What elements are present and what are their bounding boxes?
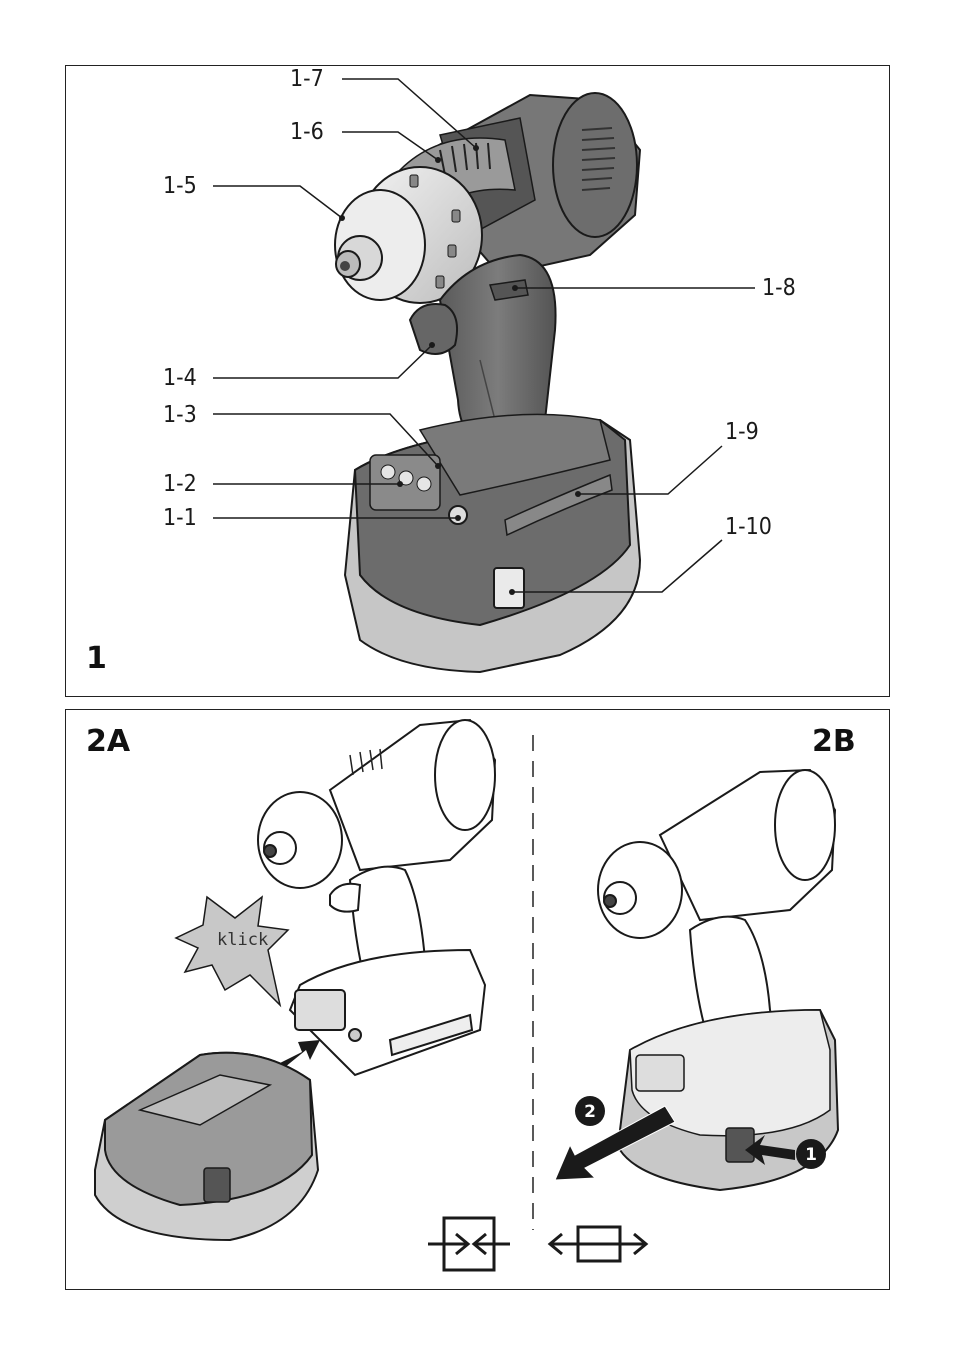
drill-2a-body xyxy=(258,720,495,1075)
drill-2b-body xyxy=(598,770,835,1045)
figure-2a-label: 2A xyxy=(86,727,130,757)
battery-remove-icon xyxy=(550,1227,646,1261)
klick-text: klick xyxy=(217,930,268,950)
step-badge-2-label: 2 xyxy=(584,1102,596,1122)
battery-insert-icon xyxy=(428,1218,510,1270)
figure-2b-label: 2B xyxy=(812,727,856,757)
battery-2a-detached xyxy=(95,1053,318,1240)
step-badge-1-label: 1 xyxy=(805,1145,817,1165)
klick-burst-shape xyxy=(176,897,288,1005)
